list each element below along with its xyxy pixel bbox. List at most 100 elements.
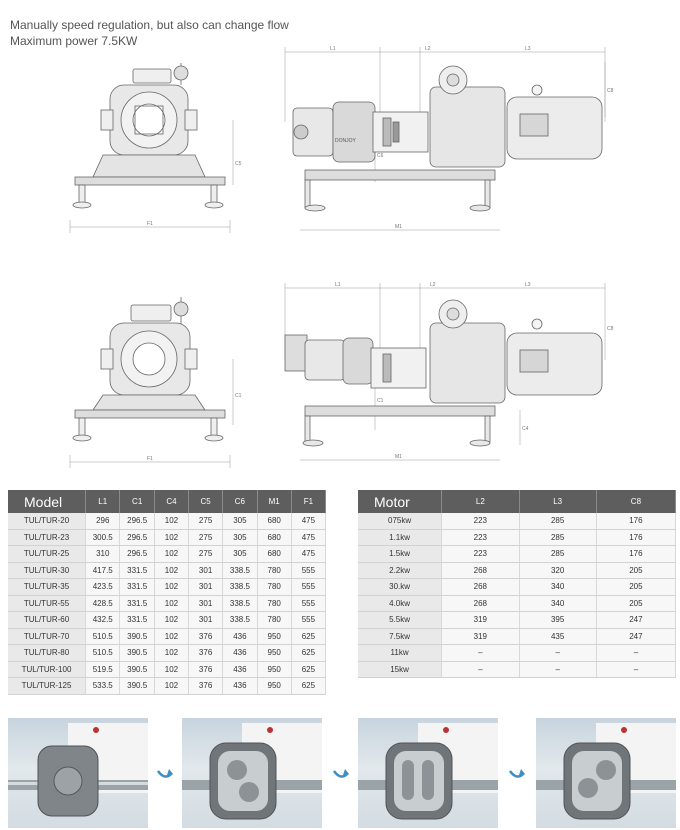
table-cell: 331.5 [119,578,155,596]
dim-c8-top: C8 [607,88,614,94]
table-cell: 102 [154,529,190,546]
table-cell: 436 [222,628,258,645]
table-cell: 285 [519,513,597,530]
table-cell: 436 [222,644,258,662]
table-cell: 555 [291,595,327,612]
table-cell: 780 [257,578,292,596]
motor-row-label-cell: 11kw [358,644,443,662]
dim-m1-top: M1 [395,224,402,230]
table-cell: 205 [596,595,677,612]
top-front-view-drawing: F1 C5 [69,63,242,233]
table-cell: 340 [519,578,597,596]
table-cell: 436 [222,677,258,695]
table-cell: 331.5 [119,611,155,629]
table-cell: 319 [441,628,520,645]
table-cell: 205 [596,578,677,596]
table-cell: 268 [441,562,520,579]
dim-c1: C1 [235,393,242,399]
table-cell: 102 [154,513,190,530]
table-cell: – [519,644,597,662]
col-header-model: Model [8,490,87,513]
table-cell: 475 [291,545,327,563]
model-row-label-cell: TUL/TUR-125 [8,677,87,695]
table-cell: 223 [441,545,520,563]
motor-row: 15kw––– [358,661,677,678]
table-cell: 338.5 [222,578,258,596]
table-cell: 102 [154,595,190,612]
table-cell: 625 [291,644,327,662]
table-cell: 305 [222,529,258,546]
col-header-m1: M1 [257,490,292,513]
col-header-c6: C6 [222,490,258,513]
table-cell: 102 [154,578,190,596]
table-cell: 275 [188,545,224,563]
table-cell: 680 [257,545,292,563]
pump-rotor-photo-1 [8,718,148,828]
table-cell: 950 [257,644,292,662]
table-cell: 510.5 [85,628,121,645]
bottom-side-view-drawing: L1 L2 L3 C8 C1 C4 M1 [284,282,614,461]
motor-row-label-cell: 075kw [358,513,443,530]
table-cell: 625 [291,628,327,645]
model-row-label-cell: TUL/TUR-100 [8,661,87,678]
table-cell: 305 [222,545,258,563]
col-header-l1: L1 [85,490,121,513]
table-cell: 285 [519,529,597,546]
table-cell: 376 [188,677,224,695]
table-cell: 680 [257,513,292,530]
table-cell: 780 [257,611,292,629]
col-header-c8: C8 [596,490,677,513]
dim-m1-bottom: M1 [395,454,402,460]
motor-row-label-cell: 7.5kw [358,628,443,645]
dim-l3-top: L3 [525,46,531,52]
table-cell: 390.5 [119,644,155,662]
table-cell: 320 [519,562,597,579]
table-cell: 176 [596,529,677,546]
table-cell: 331.5 [119,562,155,579]
model-row-label-cell: TUL/TUR-23 [8,529,87,546]
bottom-front-view-drawing: F1 C1 [69,297,242,468]
table-cell: 301 [188,578,224,596]
table-cell: 950 [257,661,292,678]
heading-line-2: Maximum power 7.5KW [10,34,138,48]
table-cell: 285 [519,545,597,563]
table-cell: – [519,661,597,678]
dim-c5: C5 [235,161,242,167]
table-cell: 331.5 [119,595,155,612]
table-cell: 338.5 [222,611,258,629]
motor-row-label-cell: 1.5kw [358,545,443,563]
table-cell: 390.5 [119,628,155,645]
table-cell: 432.5 [85,611,121,629]
col-header-l2: L2 [441,490,520,513]
dim-c6: C6 [377,153,384,159]
table-cell: – [596,661,677,678]
table-cell: 376 [188,628,224,645]
table-cell: 247 [596,611,677,629]
table-cell: 340 [519,595,597,612]
dim-f1-bottom: F1 [147,456,153,462]
col-header-motor: Motor [358,490,443,513]
table-cell: 338.5 [222,562,258,579]
table-cell: 555 [291,578,327,596]
table-cell: 417.5 [85,562,121,579]
table-cell: 223 [441,529,520,546]
table-cell: 223 [441,513,520,530]
table-cell: 102 [154,644,190,662]
heading-line-1: Manually speed regulation, but also can … [10,18,289,32]
table-cell: 435 [519,628,597,645]
dim-l2-bottom: L2 [430,282,436,288]
model-row-label-cell: TUL/TUR-60 [8,611,87,629]
